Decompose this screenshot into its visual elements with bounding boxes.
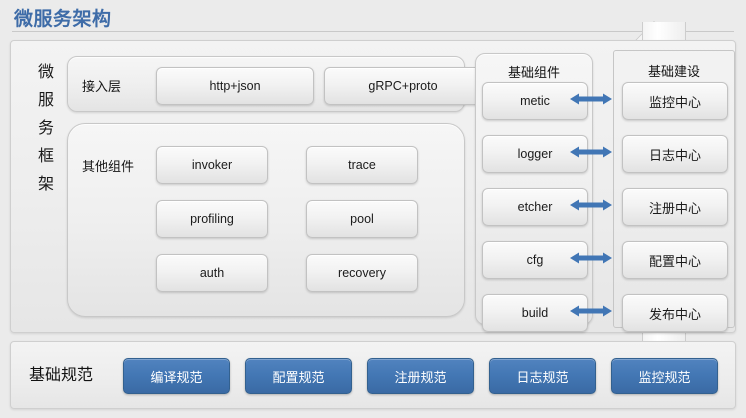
base-components-panel: 基础组件 metic logger etcher cfg build [475,53,593,332]
connector-arrow-cfg-config [570,251,612,265]
base-item-metic[interactable]: metic [482,82,588,120]
page-title: 微服务架构 [14,9,112,30]
access-item-grpc-proto[interactable]: gRPC+proto [324,67,482,105]
infra-item-config-center[interactable]: 配置中心 [622,241,728,279]
title-divider [12,31,734,32]
connector-arrow-etcher-registry [570,198,612,212]
base-item-etcher[interactable]: etcher [482,188,588,226]
sidebar-char-2: 务 [37,120,54,137]
access-item-http-json[interactable]: http+json [156,67,314,105]
other-item-profiling[interactable]: profiling [156,200,268,238]
norm-button-registry[interactable]: 注册规范 [367,358,474,394]
norm-button-config[interactable]: 配置规范 [245,358,352,394]
infra-item-release-center[interactable]: 发布中心 [622,294,728,332]
other-item-invoker[interactable]: invoker [156,146,268,184]
norm-button-compile[interactable]: 编译规范 [123,358,230,394]
norm-button-monitor[interactable]: 监控规范 [611,358,718,394]
sidebar-char-3: 框 [37,148,54,165]
connector-arrow-build-release [570,304,612,318]
infrastructure-title: 基础建设 [647,64,700,79]
infra-item-registry-center[interactable]: 注册中心 [622,188,728,226]
connector-arrow-metic-monitor [570,92,612,106]
infra-item-log-center[interactable]: 日志中心 [622,135,728,173]
sidebar-char-0: 微 [37,64,54,81]
framework-sidebar-label: 微 服 务 框 架 [29,59,63,199]
other-components-title: 其他组件 [82,159,135,174]
infra-item-monitor-center[interactable]: 监控中心 [622,82,728,120]
infrastructure-panel: 基础建设 监控中心 日志中心 注册中心 配置中心 发布中心 [613,50,735,332]
base-components-title: 基础组件 [507,65,560,80]
architecture-main-frame: 微 服 务 框 架 接入层 http+json gRPC+proto 其他组件 … [10,40,736,333]
norms-title: 基础规范 [29,367,94,384]
other-item-recovery[interactable]: recovery [306,254,418,292]
other-components-panel: 其他组件 invoker trace profiling pool auth r… [67,123,465,317]
base-item-build[interactable]: build [482,294,588,332]
norm-button-log[interactable]: 日志规范 [489,358,596,394]
other-item-pool[interactable]: pool [306,200,418,238]
base-item-cfg[interactable]: cfg [482,241,588,279]
other-item-auth[interactable]: auth [156,254,268,292]
other-item-trace[interactable]: trace [306,146,418,184]
base-item-logger[interactable]: logger [482,135,588,173]
connector-arrow-logger-log [570,145,612,159]
sidebar-char-4: 架 [37,176,54,193]
access-layer-title: 接入层 [82,79,122,94]
access-layer-panel: 接入层 http+json gRPC+proto [67,56,482,112]
sidebar-char-1: 服 [37,92,54,109]
norms-frame: 基础规范 编译规范 配置规范 注册规范 日志规范 监控规范 [10,341,736,409]
